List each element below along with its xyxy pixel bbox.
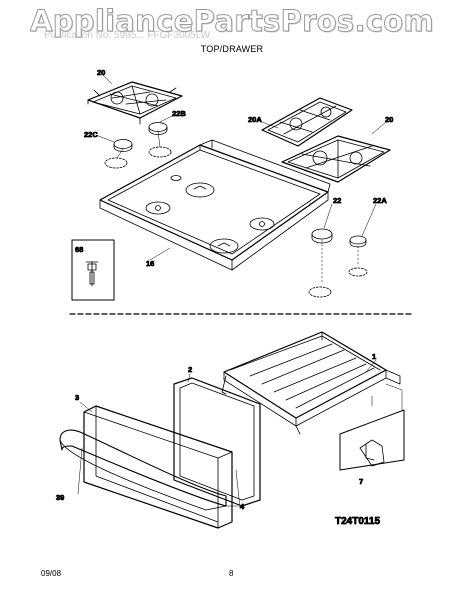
drawer-frame (221, 331, 401, 435)
callout-20-left: 20 (97, 68, 105, 77)
grate-right (281, 135, 391, 183)
callout-22a: 22A (373, 196, 387, 205)
grate-left (87, 81, 183, 125)
callout-4: 4 (240, 502, 245, 511)
publication-header: Publication No. 5995... FFGF3005LW (44, 30, 211, 41)
callout-7: 7 (359, 477, 363, 486)
callout-22: 22 (333, 196, 341, 205)
orifice-box (71, 239, 115, 301)
callout-16: 16 (146, 259, 154, 268)
callout-1: 1 (372, 352, 376, 361)
cooktop (99, 139, 331, 271)
section-title: TOP/DRAWER (200, 44, 264, 54)
callout-22c: 22C (84, 130, 98, 139)
drawer-panel (83, 405, 233, 529)
callout-22b: 22B (172, 109, 186, 118)
grate-mid (261, 97, 353, 147)
callout-20-right: 20 (385, 115, 393, 124)
callout-3: 3 (75, 393, 79, 402)
callout-2: 2 (188, 365, 192, 374)
watermark: AppliancePartsPros.com (29, 4, 435, 39)
callout-39: 39 (56, 493, 64, 502)
footer-page-number: 8 (229, 569, 234, 578)
diagram-code: T24T0115 (335, 516, 380, 527)
drawer-liner (173, 377, 261, 507)
footer-date: 09/08 (41, 569, 62, 578)
callout-68: 68 (75, 245, 83, 254)
callout-20a: 20A (248, 115, 262, 124)
clip-box (339, 409, 405, 471)
